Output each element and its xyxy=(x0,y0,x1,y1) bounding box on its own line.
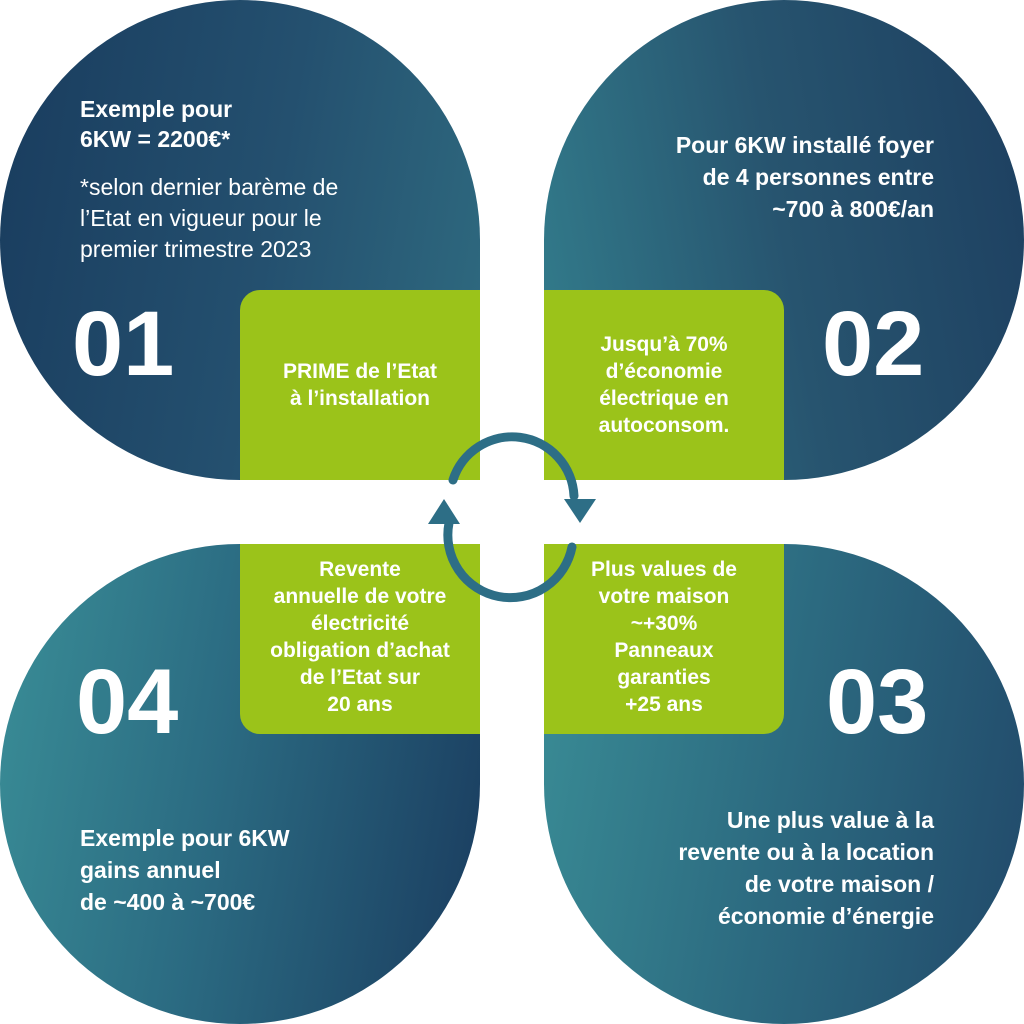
center-box-03 xyxy=(544,544,784,734)
step-number-01: 01 xyxy=(72,293,175,395)
center-label-04: Revente annuelle de votre électricité ob… xyxy=(270,558,450,716)
detail-heading-03: Une plus value à la revente ou à la loca… xyxy=(678,807,934,929)
center-label-01: PRIME de l’Etat à l’installation xyxy=(282,360,438,410)
center-label-03: Plus values de votre maison ~+30% Pannea… xyxy=(591,558,737,716)
step-number-02: 02 xyxy=(822,293,925,395)
center-box-02 xyxy=(544,290,784,480)
detail-note-01: *selon dernier barème de l’Etat en vigue… xyxy=(80,174,339,262)
center-box-04 xyxy=(240,544,480,734)
center-box-01 xyxy=(240,290,480,480)
step-number-03: 03 xyxy=(826,651,929,753)
detail-heading-02: Pour 6KW installé foyer de 4 personnes e… xyxy=(675,132,934,222)
center-label-02: Jusqu’à 70% d’économie électrique en aut… xyxy=(598,333,730,437)
detail-heading-04: Exemple pour 6KW gains annuel de ~400 à … xyxy=(80,825,290,915)
detail-heading-01: Exemple pour 6KW = 2200€* xyxy=(80,96,233,152)
step-number-04: 04 xyxy=(76,651,179,753)
